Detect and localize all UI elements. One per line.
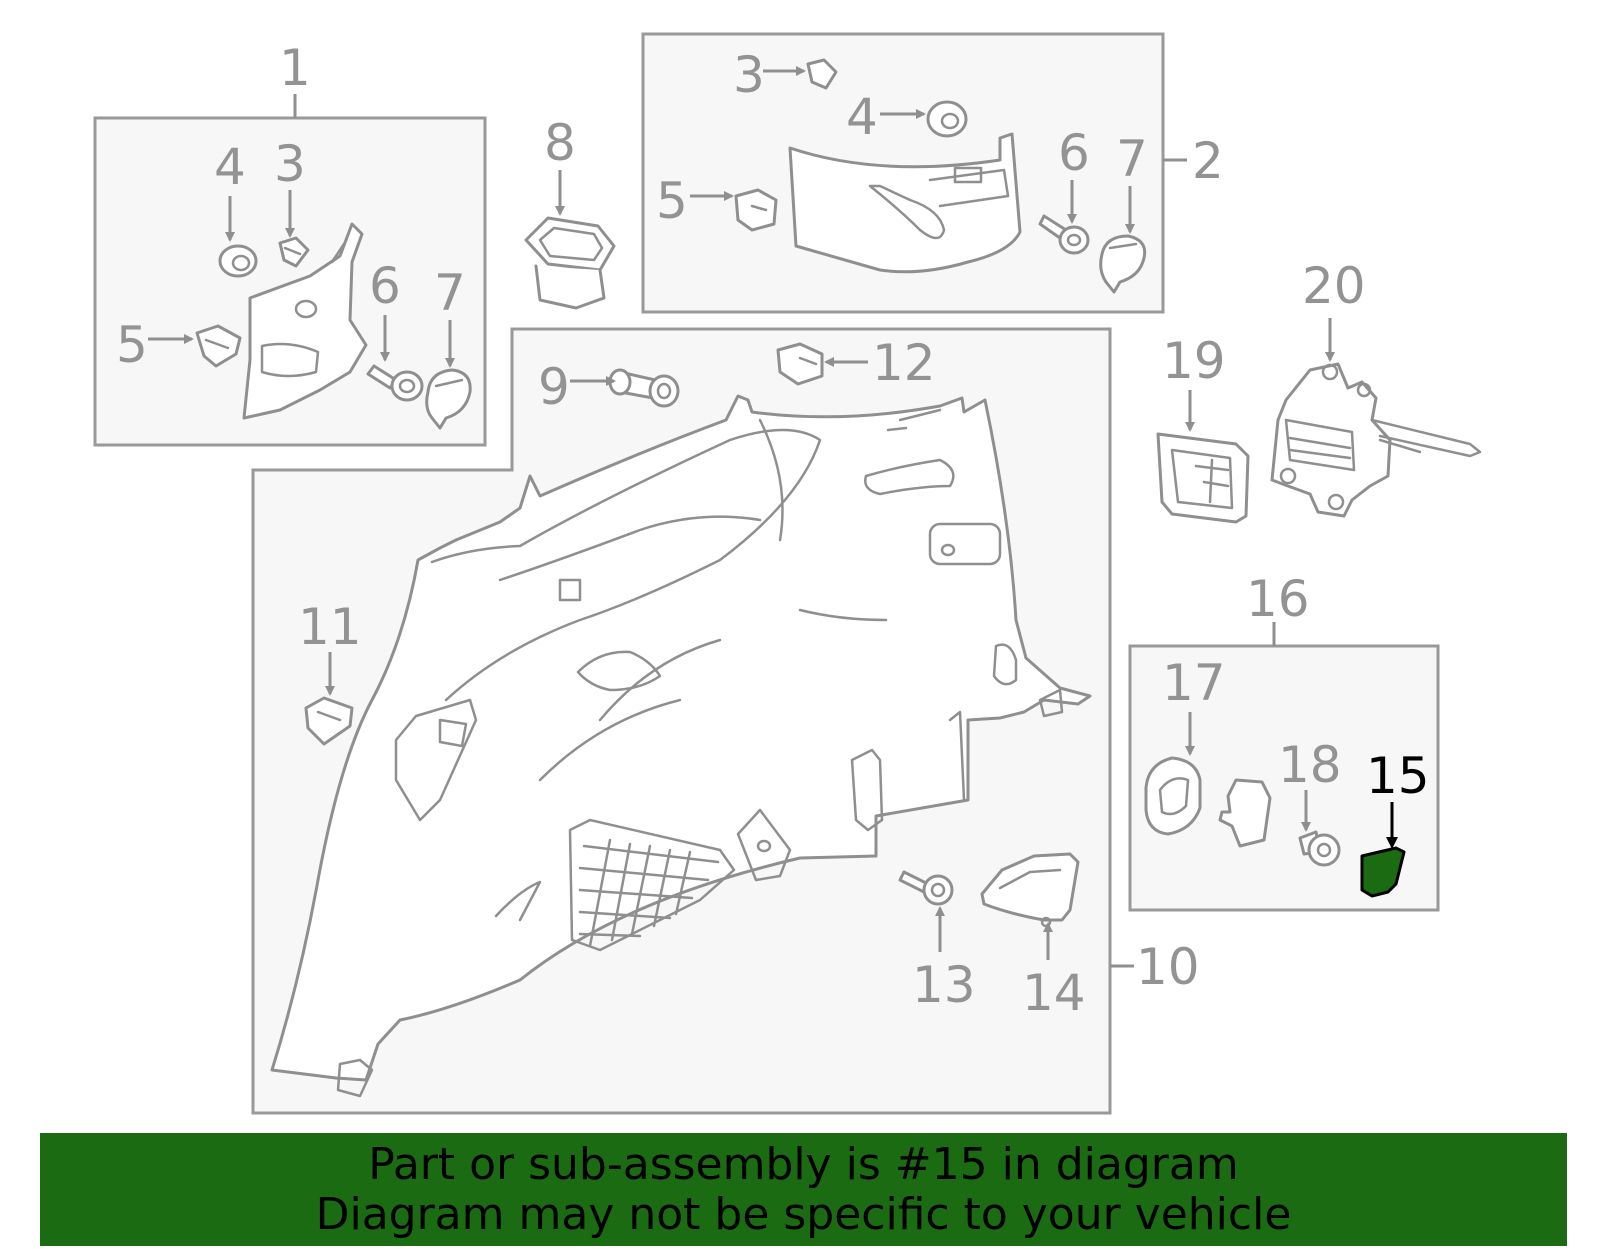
callout-5: 5 bbox=[656, 172, 688, 230]
callout-1: 1 bbox=[279, 39, 311, 97]
callout-12: 12 bbox=[872, 334, 936, 392]
callout-9: 9 bbox=[538, 358, 570, 416]
callout-4: 4 bbox=[214, 138, 246, 196]
banner-line-1: Part or sub-assembly is #15 in diagram bbox=[368, 1138, 1239, 1190]
part-4-grommet bbox=[218, 244, 258, 278]
callout-13: 13 bbox=[912, 956, 976, 1014]
callout-8: 8 bbox=[544, 114, 576, 172]
callout-15: 15 bbox=[1366, 747, 1430, 805]
assembly-1-group: 1 4 3 5 bbox=[93, 39, 487, 447]
quarter-trim-panel bbox=[270, 394, 1092, 1098]
part-3-clip bbox=[806, 58, 838, 90]
callout-5: 5 bbox=[116, 316, 148, 374]
callout-16: 16 bbox=[1246, 570, 1310, 628]
part-8-bin bbox=[524, 216, 616, 310]
part-18-grommet bbox=[1298, 830, 1341, 867]
callout-17: 17 bbox=[1162, 654, 1226, 712]
part-7-cap bbox=[1099, 234, 1147, 294]
part-11-retainer bbox=[304, 696, 354, 746]
callout-18: 18 bbox=[1278, 736, 1342, 794]
callout-2: 2 bbox=[1192, 132, 1224, 190]
part-3-clip bbox=[278, 236, 310, 268]
part-20-latch bbox=[1270, 362, 1482, 518]
part-5-retainer bbox=[195, 324, 242, 368]
pillar-trim-panel bbox=[242, 222, 368, 420]
callout-10: 10 bbox=[1136, 938, 1200, 996]
part-4-grommet bbox=[926, 100, 968, 138]
part-6-bolt bbox=[1038, 214, 1090, 255]
callout-7: 7 bbox=[1116, 130, 1148, 188]
banner-line-2: Diagram may not be specific to your vehi… bbox=[315, 1188, 1292, 1240]
part-6-bolt bbox=[366, 364, 424, 402]
upper-trim-panel bbox=[788, 132, 1022, 274]
assembly-10-group: 10 9 12 11 bbox=[251, 327, 1200, 1115]
callout-6: 6 bbox=[369, 257, 401, 315]
part-12-clip bbox=[776, 342, 824, 386]
part-7-cap bbox=[425, 368, 472, 430]
part-19-bezel bbox=[1156, 432, 1250, 524]
callout-20: 20 bbox=[1302, 257, 1366, 315]
part-5-retainer bbox=[734, 188, 778, 232]
info-banner: Part or sub-assembly is #15 in diagram D… bbox=[40, 1133, 1567, 1246]
callout-14: 14 bbox=[1022, 964, 1086, 1022]
callout-3: 3 bbox=[274, 135, 306, 193]
callout-7: 7 bbox=[434, 264, 466, 322]
part-9-fastener bbox=[608, 368, 680, 408]
callout-3: 3 bbox=[733, 46, 765, 104]
callout-6: 6 bbox=[1058, 124, 1090, 182]
assembly-2-group: 2 3 4 5 bbox=[641, 32, 1224, 314]
assembly-16-group: 16 17 18 15 bbox=[1128, 570, 1440, 912]
part-13-bolt bbox=[898, 870, 954, 906]
callout-19: 19 bbox=[1162, 332, 1226, 390]
callout-11: 11 bbox=[298, 598, 362, 656]
callout-4: 4 bbox=[846, 88, 878, 146]
part-17-housing bbox=[1144, 756, 1202, 836]
